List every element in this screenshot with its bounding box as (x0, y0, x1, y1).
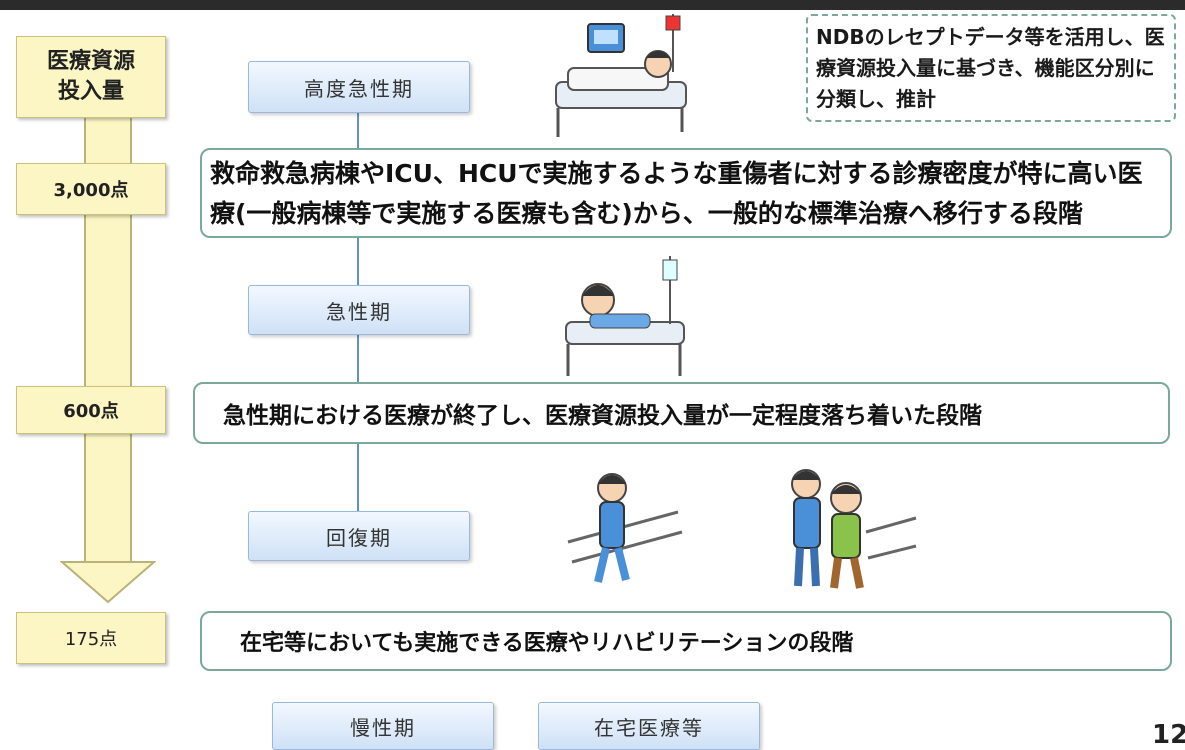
description-acute-text: 急性期における医療が終了し、医療資源投入量が一定程度落ち着いた段階 (223, 403, 982, 429)
phase-chronic: 慢性期 (272, 702, 494, 750)
page-number: 12 (1152, 720, 1185, 750)
phase-high-acute-label: 高度急性期 (304, 76, 414, 101)
threshold-600-label: 600点 (63, 401, 119, 422)
threshold-3000: 3,000点 (16, 163, 166, 215)
threshold-175: 175点 (16, 612, 166, 664)
description-high-acute: 救命救急病棟やICU、HCUで実施するような重傷者に対する診療密度が特に高い医療… (200, 148, 1172, 238)
down-arrow-icon (60, 561, 156, 604)
top-bar (0, 0, 1185, 10)
threshold-600: 600点 (16, 386, 166, 434)
icu-patient-illustration (555, 14, 687, 137)
phase-recovery: 回復期 (248, 511, 470, 561)
method-note-text: NDBのレセプトデータ等を活用し、医療資源投入量に基づき、機能区分別に分類し、推… (816, 25, 1165, 111)
threshold-175-label: 175点 (64, 629, 118, 650)
description-acute: 急性期における医療が終了し、医療資源投入量が一定程度落ち着いた段階 (193, 382, 1170, 444)
rehab-walking-illustration (567, 473, 683, 583)
phase-connector-line (357, 112, 359, 560)
phase-high-acute: 高度急性期 (248, 61, 470, 113)
phase-recovery-label: 回復期 (326, 525, 392, 550)
phase-home-care: 在宅医療等 (538, 702, 760, 750)
acute-patient-illustration (565, 256, 685, 376)
method-note: NDBのレセプトデータ等を活用し、医療資源投入量に基づき、機能区分別に分類し、推… (806, 14, 1176, 122)
phase-home-care-label: 在宅医療等 (594, 715, 704, 740)
phase-acute-label: 急性期 (326, 299, 392, 324)
description-high-acute-text: 救命救急病棟やICU、HCUで実施するような重傷者に対する診療密度が特に高い医療… (210, 159, 1143, 228)
rehab-caregiver-illustration (791, 469, 917, 589)
axis-title-text: 医療資源 投入量 (46, 49, 135, 104)
axis-title: 医療資源 投入量 (16, 36, 166, 118)
phase-acute: 急性期 (248, 285, 470, 335)
description-recovery-text: 在宅等においても実施できる医療やリハビリテーションの段階 (240, 631, 854, 656)
threshold-3000-label: 3,000点 (53, 180, 129, 201)
phase-chronic-label: 慢性期 (350, 715, 416, 740)
description-recovery: 在宅等においても実施できる医療やリハビリテーションの段階 (200, 611, 1172, 671)
